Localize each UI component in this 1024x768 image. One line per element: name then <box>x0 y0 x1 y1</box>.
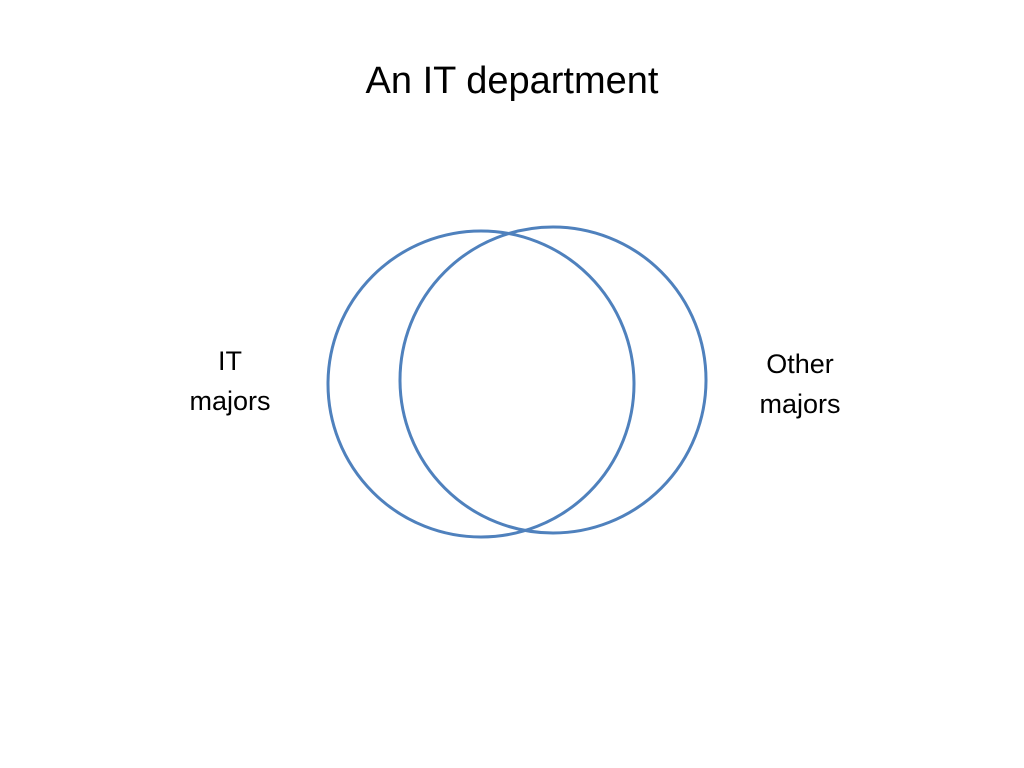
label-other-majors-line2: majors <box>759 389 841 419</box>
venn-circle-right <box>398 225 708 535</box>
label-it-majors-line2: majors <box>189 386 271 416</box>
label-other-majors-line1: Other <box>766 349 834 379</box>
label-other-majors: Other majors <box>725 344 875 424</box>
slide-title: An IT department <box>365 60 659 102</box>
label-it-majors-line1: IT <box>218 346 242 376</box>
venn-circle-left <box>326 229 636 539</box>
label-it-majors: IT majors <box>160 341 300 421</box>
